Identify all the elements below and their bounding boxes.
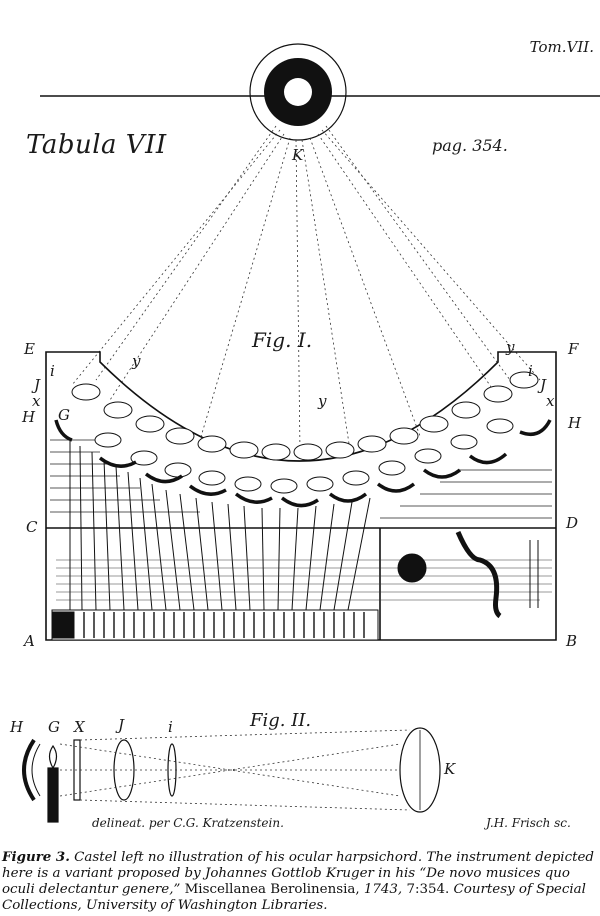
fig2-optics bbox=[22, 727, 441, 823]
letter-i-cap-right: J bbox=[540, 376, 547, 394]
letter-i-left: i bbox=[50, 362, 55, 380]
caption-journal: Miscellanea Berolinensia, bbox=[180, 882, 360, 897]
fig2-letter-x: X bbox=[74, 718, 85, 736]
eye-lens-k bbox=[249, 43, 347, 141]
letter-d: D bbox=[566, 514, 579, 532]
caption-courtesy: Courtesy of Special Collections, Univers… bbox=[2, 882, 586, 913]
letter-y-left: y bbox=[132, 352, 141, 370]
letter-y-right: y bbox=[506, 338, 515, 356]
letter-c: C bbox=[26, 518, 38, 536]
letter-x-right: x bbox=[546, 392, 555, 410]
letter-e: E bbox=[24, 340, 35, 358]
interior-hatching bbox=[50, 439, 552, 519]
letter-g-left: G bbox=[58, 406, 70, 424]
soundboard bbox=[397, 531, 539, 619]
letter-a: A bbox=[24, 632, 35, 650]
caption-year: 1743, bbox=[359, 882, 403, 897]
tome-label: Tom.VII. bbox=[529, 38, 594, 56]
fig2-letter-i: i bbox=[168, 718, 173, 736]
draughtsman-credit: delineat. per C.G. Kratzenstein. bbox=[92, 816, 284, 830]
fig2-letter-g: G bbox=[48, 718, 60, 736]
letter-h-right: H bbox=[568, 414, 582, 432]
caption-volume-page: 7:354. bbox=[402, 882, 450, 897]
figure-1-label: Fig. I. bbox=[252, 328, 313, 352]
fig2-rays bbox=[59, 729, 411, 811]
keyboard bbox=[51, 609, 379, 641]
fig2-letter-h: H bbox=[10, 718, 24, 736]
tabula-title: Tabula VII bbox=[26, 130, 167, 160]
reflector-crescents bbox=[54, 419, 552, 508]
key-rods bbox=[69, 440, 371, 611]
letter-b: B bbox=[566, 632, 578, 650]
engraver-credit: J.H. Frisch sc. bbox=[486, 816, 571, 830]
harpsichord-frame bbox=[45, 351, 557, 641]
caption-label: Figure 3. bbox=[2, 849, 70, 865]
fig2-letter-i-cap: J bbox=[118, 716, 125, 734]
light-rays bbox=[71, 125, 541, 453]
letter-i-cap-left: J bbox=[34, 376, 41, 394]
letter-h-left: H bbox=[22, 408, 36, 426]
keyboard-keys bbox=[83, 612, 365, 638]
letter-i-right: i bbox=[528, 362, 533, 380]
letter-y-middle: y bbox=[318, 392, 327, 410]
page-reference: pag. 354. bbox=[432, 136, 508, 155]
letter-k-top: K bbox=[292, 146, 304, 164]
figure-caption: Figure 3. Castel left no illustration of… bbox=[2, 849, 598, 914]
strings bbox=[56, 559, 552, 601]
letter-f: F bbox=[568, 340, 579, 358]
letter-x-left: x bbox=[32, 392, 41, 410]
lens-row-inner bbox=[94, 418, 514, 494]
caption-italic-text: Castel left no illustration of his ocula… bbox=[2, 850, 594, 897]
figure-2-label: Fig. II. bbox=[250, 710, 312, 731]
fig2-letter-k: K bbox=[444, 760, 456, 778]
lens-row-outer bbox=[71, 371, 539, 461]
